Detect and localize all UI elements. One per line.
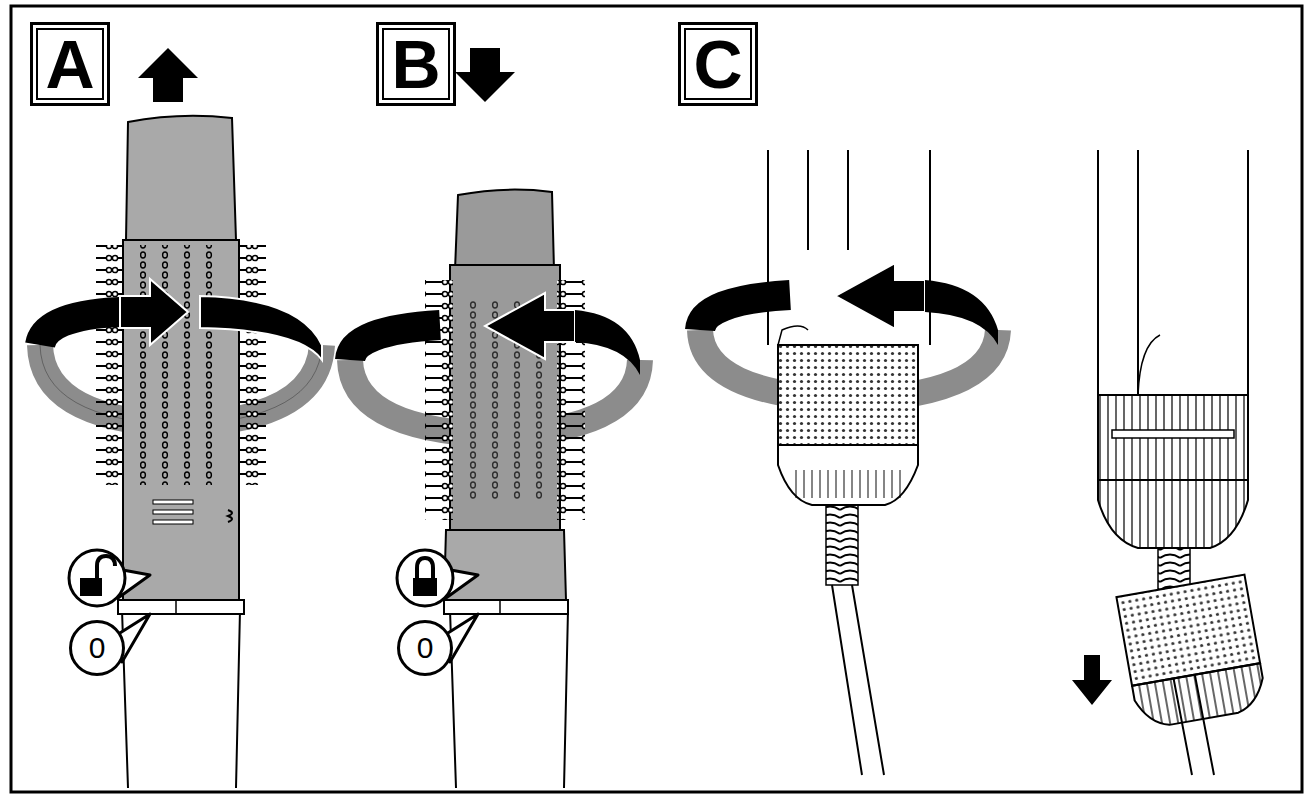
- callout-number: 0: [69, 620, 125, 676]
- panel-letter-text: C: [693, 30, 742, 98]
- callout-number-text: 0: [417, 633, 434, 663]
- panel-letter: C: [678, 22, 758, 106]
- panel-letter-text: A: [45, 30, 94, 98]
- panel-letter-text: B: [391, 30, 440, 98]
- panel-letter: B: [376, 22, 456, 106]
- callout-number: 0: [397, 620, 453, 676]
- callout-number-text: 0: [89, 633, 106, 663]
- panel-letter: A: [30, 22, 110, 106]
